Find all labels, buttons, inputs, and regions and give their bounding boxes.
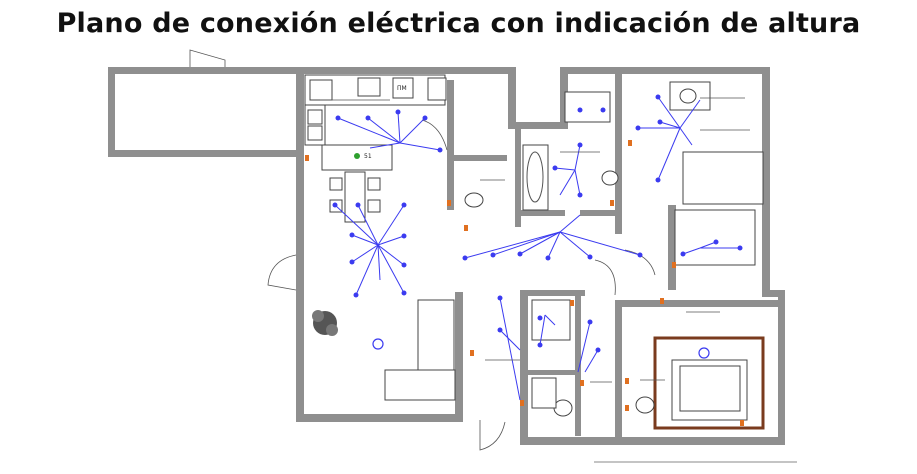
bedroom-marker bbox=[698, 347, 710, 359]
hall-wiring bbox=[462, 214, 643, 261]
kitchen-island: 51 bbox=[321, 144, 393, 171]
island-label: 51 bbox=[364, 153, 372, 160]
appliance-label: ПМ bbox=[397, 85, 407, 92]
living-lamps bbox=[332, 202, 407, 298]
sofa bbox=[384, 299, 456, 401]
outlets bbox=[305, 140, 744, 426]
bedroom-2-furniture bbox=[635, 336, 765, 430]
kitchen-counter: ПМ bbox=[304, 74, 447, 146]
kitchen-lamps bbox=[335, 109, 443, 153]
plant bbox=[312, 310, 338, 336]
bedroom-1-wiring bbox=[635, 94, 743, 257]
doors bbox=[189, 49, 656, 451]
bathroom-wiring bbox=[552, 107, 606, 198]
page-title: Plano de conexión eléctrica con indicaci… bbox=[56, 8, 861, 39]
dining-table bbox=[329, 171, 381, 223]
bedroom-1-furniture bbox=[669, 81, 764, 266]
living-wiring bbox=[334, 204, 405, 296]
annotation-lines bbox=[320, 97, 750, 383]
bathroom-fixtures bbox=[464, 91, 619, 417]
living-marker bbox=[372, 338, 384, 350]
walls bbox=[108, 67, 785, 445]
kitchen-wiring bbox=[337, 111, 441, 151]
corridor-wiring bbox=[497, 295, 601, 401]
